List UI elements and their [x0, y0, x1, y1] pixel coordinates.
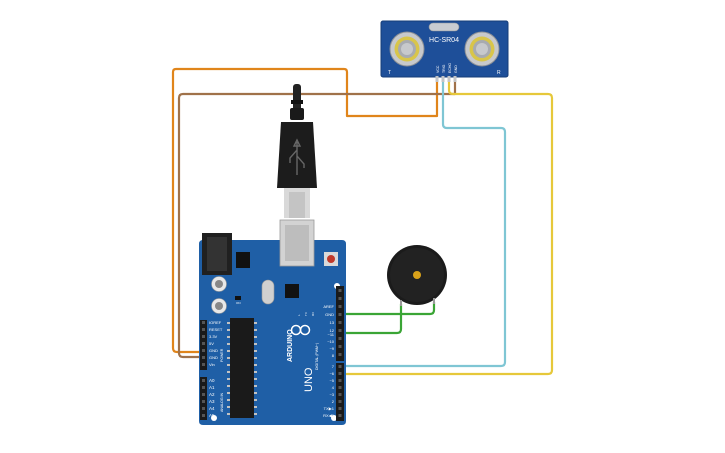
pin-vin: Vin	[209, 362, 215, 367]
digital-label: DIGITAL (PWM~)	[315, 343, 319, 370]
pin-a2: A2	[209, 392, 215, 397]
power-header[interactable]	[200, 320, 207, 370]
pin-reset: RESET	[209, 327, 223, 332]
on-led-label: ON	[236, 301, 241, 305]
pin-3v3: 3.3V	[209, 334, 218, 339]
digital-header-bottom[interactable]	[336, 363, 344, 421]
wire-echo-6[interactable]	[338, 76, 554, 376]
sensor-pin-gnd: GND	[454, 65, 458, 73]
arduino-uno-board[interactable]: ON TX RX L	[199, 219, 346, 425]
sensor-corner-left: T	[388, 70, 391, 76]
pin-a3: A3	[209, 399, 215, 404]
sensor-pin-trig: TRIG	[442, 64, 446, 73]
led-rx-label: RX	[311, 312, 315, 316]
board-brand: ARDUINO	[287, 329, 294, 362]
power-header-labels: IOREF RESET 3.3V 5V GND GND Vin	[209, 320, 223, 367]
pin-2: 2	[332, 399, 335, 404]
digital-header-top[interactable]	[336, 286, 344, 361]
pin-aref: AREF	[323, 304, 334, 309]
transducer-right	[464, 31, 500, 67]
usb-icon	[289, 138, 305, 175]
analog-label: ANALOG IN	[220, 392, 224, 412]
analog-header[interactable]	[200, 377, 207, 420]
wire-trig-7[interactable]	[338, 76, 507, 368]
sensor-corner-right: R	[497, 70, 501, 76]
pin-a1: A1	[209, 385, 215, 390]
digital-header-bottom-labels: 7 ~6 ~5 4 ~3 2 TX▶1 RX◀0	[323, 364, 335, 418]
pin-13: 13	[330, 320, 335, 325]
arduino-logo	[290, 324, 311, 336]
pin-gnd-1: GND	[209, 348, 218, 353]
crystal-oscillator	[261, 279, 275, 305]
digital-header-top-labels: AREF GND 13 12 ~11 ~10 ~9 8	[323, 304, 334, 358]
board-model: UNO	[303, 367, 315, 392]
pin-4: 4	[332, 385, 335, 390]
pin-6: ~6	[329, 371, 334, 376]
analog-header-labels: A0 A1 A2 A3 A4 A5	[209, 378, 215, 418]
power-label: POWER	[220, 348, 224, 362]
voltage-regulator	[236, 252, 250, 268]
on-led	[235, 296, 241, 300]
sensor-pin-vcc: VCC	[436, 65, 440, 73]
pin-5v: 5V	[209, 341, 214, 346]
sensor-pin-echo: ECHO	[448, 63, 452, 73]
pin-12: 12	[330, 328, 335, 333]
pin-3: ~3	[329, 392, 334, 397]
crystal	[428, 22, 460, 32]
pin-11: ~11	[328, 332, 335, 337]
atmega-chip	[227, 318, 257, 418]
transducer-left	[389, 31, 425, 67]
buzzer-lead-negative	[400, 300, 402, 306]
led-l-label: L	[297, 314, 301, 316]
buzzer-hole	[413, 271, 421, 279]
sensor-model-label: HC-SR04	[429, 37, 459, 44]
usb-cable[interactable]	[277, 84, 317, 218]
pin-a5: A5	[209, 413, 215, 418]
pin-a4: A4	[209, 406, 215, 411]
usb-chip	[285, 284, 299, 298]
mounting-hole	[331, 415, 337, 421]
led-tx-label: TX	[304, 312, 308, 316]
pin-gnd-digital: GND	[325, 312, 334, 317]
wire-vcc-5v[interactable]	[171, 67, 439, 354]
piezo-buzzer[interactable]	[387, 245, 447, 306]
pin-a0: A0	[209, 378, 215, 383]
wire-buzzer-11[interactable]	[340, 302, 403, 335]
pin-5: ~5	[329, 378, 334, 383]
pin-8: 8	[332, 353, 335, 358]
wire-buzzer-gnd[interactable]	[340, 300, 436, 316]
pin-gnd-2: GND	[209, 355, 218, 360]
wires	[171, 67, 554, 376]
mounting-hole	[211, 415, 217, 421]
ultrasonic-sensor[interactable]: HC-SR04 T R VCC TRIG ECHO GND	[380, 20, 509, 82]
pin-0: RX◀0	[323, 413, 335, 418]
status-leds: TX RX L	[297, 312, 315, 316]
sensor-pin-labels: VCC TRIG ECHO GND	[436, 63, 458, 73]
pin-9: ~9	[329, 346, 334, 351]
sensor-pins[interactable]	[435, 76, 457, 82]
wire-gnd-gnd[interactable]	[177, 76, 457, 359]
pin-1: TX▶1	[324, 406, 335, 411]
pin-10: ~10	[327, 339, 335, 344]
capacitors	[211, 276, 227, 314]
pin-7: 7	[332, 364, 335, 369]
buzzer-lead-positive	[433, 298, 435, 304]
pin-ioref: IOREF	[209, 320, 222, 325]
